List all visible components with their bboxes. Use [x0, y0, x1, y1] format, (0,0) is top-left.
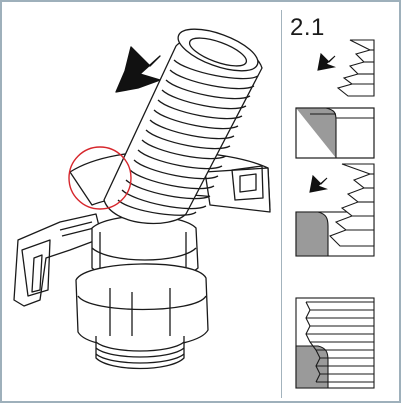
- panel-divider: [281, 10, 282, 398]
- latch-arm: [13, 213, 103, 307]
- main-assembly: [13, 28, 271, 370]
- detail-view-2: [295, 163, 375, 257]
- conduit-ribs-3: [305, 301, 374, 383]
- conduit-ribs-2: [329, 163, 375, 247]
- detail-view-3: [295, 297, 375, 389]
- detail-highlight-circle: [68, 146, 132, 210]
- arrow-down-left-icon: [317, 52, 337, 71]
- arrow-down-left-icon: [115, 46, 161, 93]
- arrow-down-left-icon: [309, 174, 329, 193]
- corrugated-conduit: [103, 28, 263, 225]
- fitting-thread: [95, 336, 185, 370]
- step-number: 2.1: [290, 14, 325, 41]
- detail-view-1: [295, 39, 375, 159]
- conduit-ribs-1: [336, 39, 375, 97]
